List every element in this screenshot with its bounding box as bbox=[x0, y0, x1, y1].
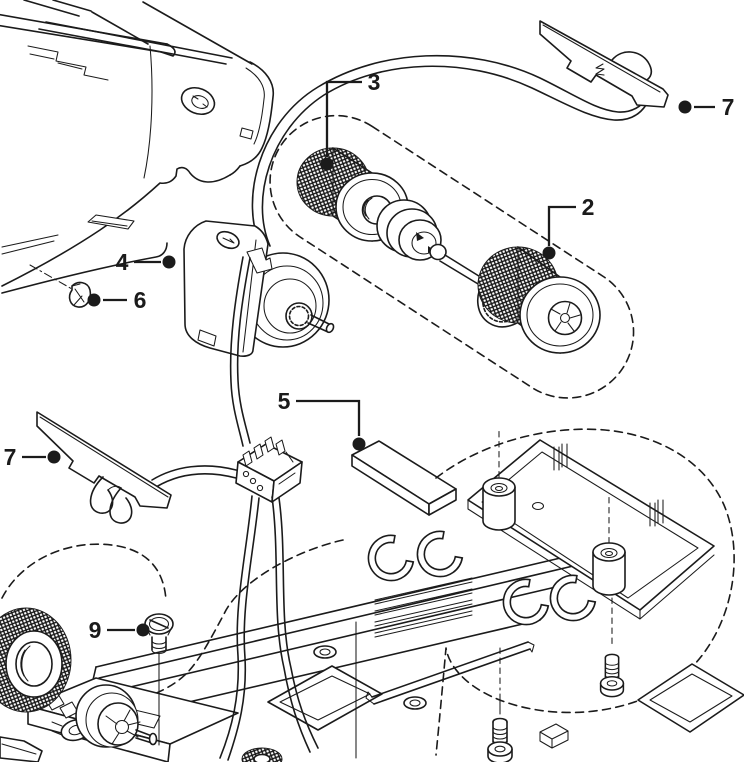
callout-dot bbox=[87, 293, 101, 307]
callout-dot bbox=[320, 157, 334, 171]
callout-5: 5 bbox=[278, 388, 366, 451]
bar-magnet-part5 bbox=[351, 440, 457, 516]
screw-post-rear-left bbox=[482, 430, 516, 531]
callout-4: 4 bbox=[116, 249, 176, 275]
callout-dot bbox=[136, 623, 150, 637]
wire-connector bbox=[235, 436, 303, 503]
screw-bosses bbox=[313, 645, 427, 710]
chassis-screw bbox=[487, 717, 513, 762]
pickup-plate-left-part7 bbox=[36, 411, 237, 524]
callout-dot bbox=[678, 100, 692, 114]
part-number-label: 7 bbox=[722, 94, 735, 120]
callout-leader-line bbox=[325, 80, 362, 157]
braid-bump bbox=[611, 51, 653, 81]
motor-wires-lower bbox=[229, 256, 251, 447]
pickup-plate-top-part7 bbox=[539, 20, 669, 108]
rear-axle-assembly bbox=[269, 114, 635, 399]
corner-bracket bbox=[0, 736, 43, 762]
callout-dot bbox=[47, 450, 61, 464]
part-number-label: 5 bbox=[278, 388, 291, 414]
callout-3: 3 bbox=[320, 69, 381, 171]
callout-dot bbox=[352, 437, 366, 451]
front-tire bbox=[0, 607, 72, 713]
callout-dot bbox=[542, 246, 556, 260]
plate-marking bbox=[595, 63, 605, 76]
recessed-tray-right bbox=[637, 663, 744, 733]
callout-dot bbox=[162, 255, 176, 269]
car-body-shell bbox=[0, 0, 275, 294]
callout-9: 9 bbox=[89, 617, 150, 643]
motor-vent-hole bbox=[216, 230, 240, 250]
motor-pinion bbox=[285, 302, 335, 334]
fuel-cap bbox=[180, 86, 216, 116]
grommet-part6 bbox=[68, 281, 92, 308]
wiring-harness-lower bbox=[219, 495, 319, 761]
callout-6: 6 bbox=[87, 287, 147, 313]
part-number-label: 3 bbox=[368, 69, 381, 95]
braid-curls bbox=[89, 476, 133, 524]
door-handle bbox=[87, 214, 135, 230]
chassis bbox=[0, 428, 744, 762]
mounting-screws bbox=[487, 597, 625, 762]
front-wheel-hub bbox=[75, 684, 158, 748]
rear-tire-right-part2 bbox=[477, 246, 601, 354]
callout-leader-line bbox=[296, 399, 361, 436]
ribbed-tray bbox=[374, 577, 473, 638]
callout-layer: 2 3 4 5 6 7 7 9 bbox=[4, 69, 735, 643]
callout-leader-line bbox=[547, 205, 576, 246]
axle-bushing bbox=[376, 199, 447, 261]
front-dashed-outline bbox=[1, 543, 167, 601]
motor-can bbox=[183, 220, 269, 357]
motor-part4 bbox=[183, 220, 335, 357]
clip-box bbox=[539, 723, 569, 749]
part-number-label: 9 bbox=[89, 617, 102, 643]
rear-pod-tray bbox=[467, 430, 715, 620]
guide-disc bbox=[241, 747, 283, 762]
motor-wires-upper bbox=[251, 54, 649, 251]
bumper-bar bbox=[365, 641, 535, 705]
callout-2: 2 bbox=[542, 194, 595, 260]
axle-dashed-outline bbox=[269, 114, 635, 399]
chassis-screw bbox=[599, 653, 625, 698]
part-number-label: 4 bbox=[116, 249, 129, 275]
callout-7: 7 bbox=[678, 94, 735, 120]
part-number-label: 6 bbox=[134, 287, 147, 313]
part-number-label: 7 bbox=[4, 444, 17, 470]
screw-post-rear-right bbox=[592, 496, 626, 596]
callout-7: 7 bbox=[4, 444, 61, 470]
part-number-label: 2 bbox=[582, 194, 595, 220]
motor-clip bbox=[246, 247, 273, 274]
